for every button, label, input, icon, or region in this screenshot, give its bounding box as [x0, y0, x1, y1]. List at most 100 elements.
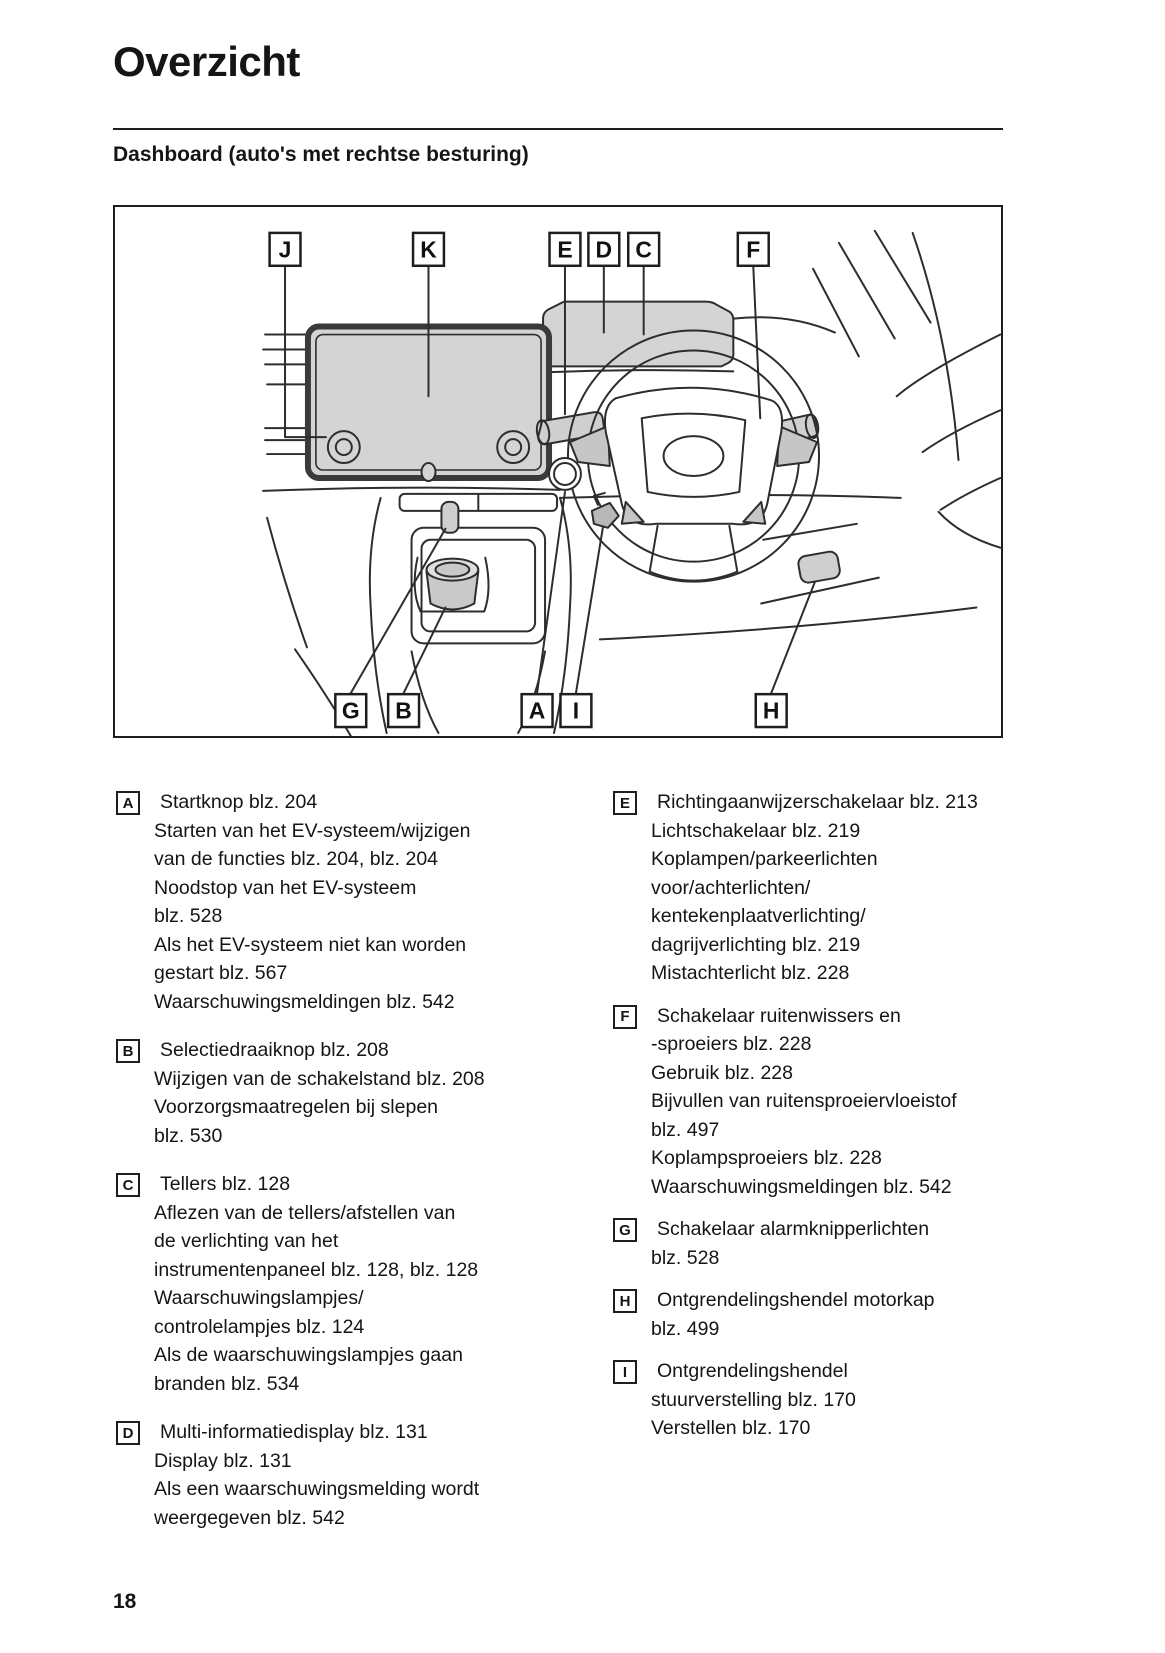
legend-line: Waarschuwingsmeldingen blz. 542: [154, 990, 455, 1013]
legend-line: Multi-informatiedisplay blz. 131: [160, 1421, 428, 1443]
legend-line: van de functies blz. 204, blz. 204: [154, 848, 439, 870]
legend-line: instrumentenpaneel blz. 128, blz. 128: [154, 1258, 479, 1281]
svg-text:H: H: [763, 698, 780, 724]
legend-line: branden blz. 534: [154, 1372, 300, 1395]
steering-wheel: [566, 329, 821, 583]
legend-line: Waarschuwingslampjes/: [154, 1287, 364, 1309]
legend-line: Schakelaar alarmknipperlichten: [657, 1218, 930, 1240]
svg-text:G: G: [342, 698, 360, 724]
svg-text:F: F: [746, 236, 760, 262]
hood-release-handle: [797, 550, 841, 584]
callout-A: A: [520, 692, 554, 729]
legend-line: Schakelaar ruitenwissers en: [657, 1004, 901, 1027]
svg-text:J: J: [279, 236, 292, 262]
legend-line: Ontgrendelingshendel motorkap: [657, 1289, 935, 1311]
callout-H: H: [754, 692, 788, 729]
legend-line: Starten van het EV-systeem/wijzigen: [154, 819, 471, 842]
legend-line: Gebruik blz. 228: [651, 1061, 793, 1084]
legend-key-E: E: [613, 791, 637, 815]
legend-line: kentekenplaatverlichting/: [651, 905, 866, 927]
legend-line: de verlichting van het: [154, 1230, 339, 1252]
callout-G: G: [334, 692, 368, 729]
callout-D: D: [587, 231, 621, 268]
svg-text:D: D: [596, 236, 613, 262]
legend-line: Als een waarschuwingsmelding wordt: [154, 1478, 480, 1500]
legend-line: voor/achterlichten/: [651, 876, 811, 899]
svg-text:I: I: [573, 698, 579, 724]
legend-line: Noodstop van het EV-systeem: [154, 876, 417, 899]
svg-text:K: K: [420, 236, 437, 262]
legend-key-D: D: [116, 1421, 140, 1445]
legend-key-B: B: [116, 1039, 140, 1063]
legend-key-F: F: [613, 1004, 637, 1029]
legend-line: stuurverstelling blz. 170: [651, 1388, 856, 1411]
page-title: Overzicht: [113, 38, 300, 85]
dashboard-figure: J K E D C F G B A I H: [113, 205, 1003, 738]
callout-I: I: [559, 692, 593, 729]
tilt-lever: [590, 491, 620, 529]
dashboard-diagram: J K E D C F G B A I H: [262, 229, 1001, 736]
title-rule: [113, 128, 1003, 130]
callout-B: B: [386, 692, 421, 729]
page-number: 18: [113, 1590, 137, 1613]
hazard-switch: [440, 500, 460, 534]
legend-line: Als de waarschuwingslampjes gaan: [154, 1344, 463, 1366]
legend-key-I: I: [613, 1360, 637, 1384]
svg-text:A: A: [529, 698, 546, 724]
legend-line: blz. 530: [154, 1124, 223, 1147]
callout-K: K: [411, 231, 446, 268]
legend-lines-G: Schakelaar alarmknipperlichten blz. 528: [651, 1215, 1083, 1272]
legend-line: dagrijverlichting blz. 219: [651, 933, 861, 956]
legend-line: blz. 497: [651, 1118, 720, 1141]
legend-key-A: A: [116, 791, 140, 815]
callout-E: E: [548, 231, 582, 268]
legend-line: gestart blz. 567: [154, 962, 288, 984]
legend-lines-F: Schakelaar ruitenwissers en-sproeiers bl…: [651, 1002, 1083, 1202]
legend-line: Waarschuwingsmeldingen blz. 542: [651, 1175, 952, 1198]
door-pillar-lines: [732, 229, 1001, 549]
legend-line: Koplampsproeiers blz. 228: [651, 1147, 882, 1169]
legend-line: Bijvullen van ruitensproeiervloeistof: [651, 1090, 957, 1112]
callout-J: J: [268, 231, 302, 268]
legend-entry-F: F Schakelaar ruitenwissers en-sproeiers …: [613, 1002, 1083, 1202]
svg-text:B: B: [395, 698, 412, 724]
legend-line: Richtingaanwijzerschakelaar blz. 213: [657, 791, 978, 813]
legend-line: Voorzorgsmaatregelen bij slepen: [154, 1096, 439, 1118]
section-subtitle: Dashboard (auto's met rechtse besturing): [113, 143, 529, 166]
legend-line: Koplampen/parkeerlichten: [651, 848, 878, 870]
legend-line: Als het EV-systeem niet kan worden: [154, 933, 467, 956]
callout-C: C: [626, 231, 661, 268]
dash-lines: [262, 486, 978, 736]
legend-line: blz. 528: [651, 1246, 720, 1269]
svg-text:E: E: [557, 236, 572, 262]
legend-line: Display blz. 131: [154, 1449, 292, 1472]
legend-line: Mistachterlicht blz. 228: [651, 962, 850, 984]
shift-dial: [413, 556, 490, 613]
touchscreen: [304, 323, 553, 482]
legend-line: Tellers blz. 128: [160, 1173, 291, 1195]
instrument-cluster: [542, 300, 735, 374]
legend-entry-I: I Ontgrendelingshendel stuurverstelling b…: [613, 1357, 1083, 1443]
legend-key-H: H: [613, 1289, 637, 1313]
legend-line: Lichtschakelaar blz. 219: [651, 819, 861, 842]
legend-line: Aflezen van de tellers/afstellen van: [154, 1201, 456, 1224]
legend-line: Ontgrendelingshendel: [657, 1360, 848, 1382]
legend-lines-I: Ontgrendelingshendel stuurverstelling blz…: [651, 1357, 1083, 1443]
legend-line: Selectiedraaiknop blz. 208: [160, 1039, 389, 1061]
svg-text:C: C: [635, 236, 652, 262]
legend-line: Wijzigen van de schakelstand blz. 208: [154, 1067, 485, 1090]
legend-line: weergegeven blz. 542: [154, 1506, 345, 1529]
start-button: [548, 457, 582, 491]
